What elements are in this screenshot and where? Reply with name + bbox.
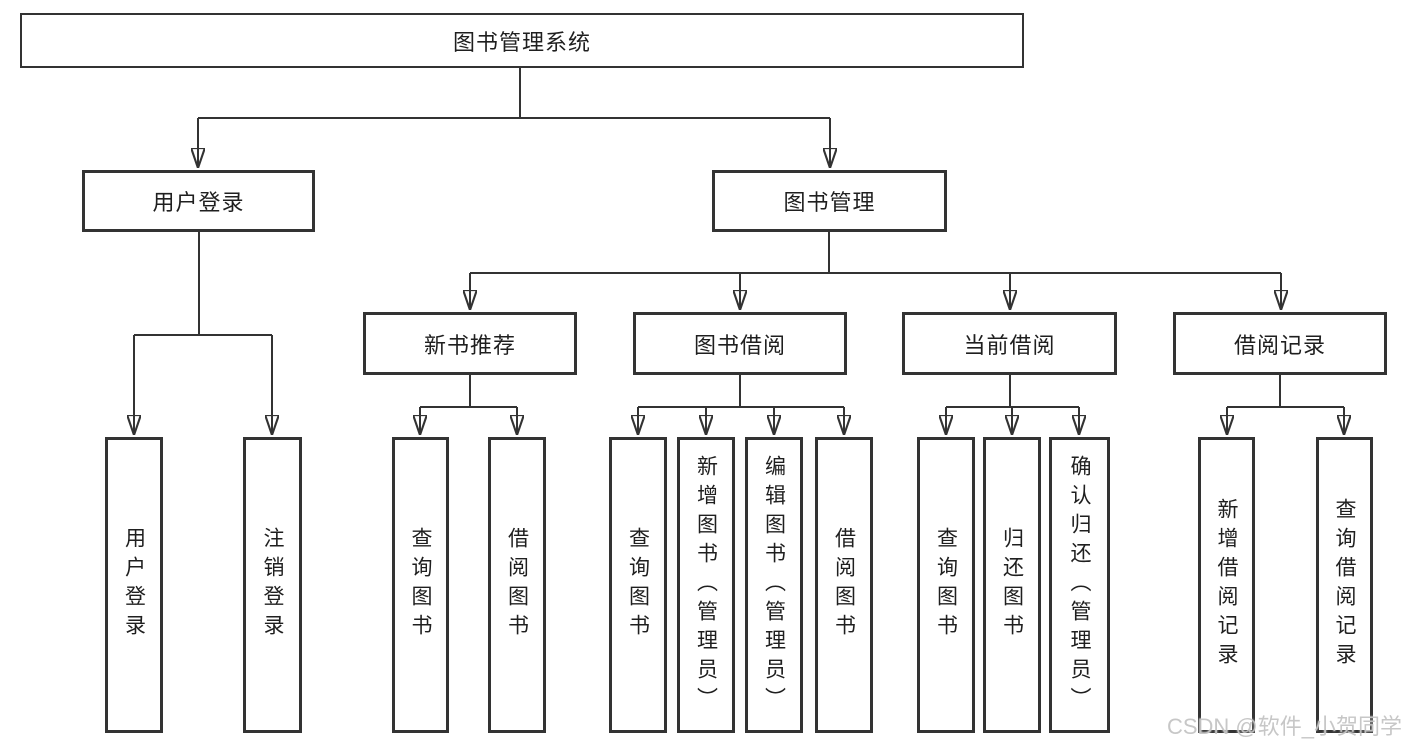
branch-node-book-management: 图书管理	[712, 170, 947, 232]
group-node-borrow-record: 借阅记录	[1173, 312, 1387, 375]
node-label: 新书推荐	[423, 332, 516, 358]
leaf-node-return-books: 归还图书	[983, 437, 1041, 733]
connector-book-borrow-to-leaves	[638, 375, 844, 434]
leaf-node-query-borrow-record: 查询借阅记录	[1316, 437, 1373, 733]
leaf-node-confirm-return-admin: 确认归还（管理员）	[1049, 437, 1110, 733]
connector-root-to-branches	[198, 68, 830, 167]
node-label: 查询借阅记录	[1333, 498, 1356, 672]
connector-new-book-to-leaves	[420, 375, 517, 434]
leaf-node-logout-login: 注销登录	[243, 437, 302, 733]
connector-current-borrow-to-leaves	[946, 375, 1079, 434]
node-label: 新增图书（管理员）	[694, 454, 718, 716]
group-node-new-book-recommend: 新书推荐	[363, 312, 577, 375]
leaf-node-borrow-books: 借阅图书	[815, 437, 873, 733]
leaf-node-add-borrow-record: 新增借阅记录	[1198, 437, 1255, 733]
node-label: 借阅记录	[1233, 332, 1326, 358]
group-node-book-borrow: 图书借阅	[633, 312, 847, 375]
node-label: 用户登录	[152, 190, 245, 215]
node-label: 编辑图书（管理员）	[762, 454, 786, 716]
node-label: 查询图书	[626, 527, 650, 643]
group-node-current-borrow: 当前借阅	[902, 312, 1117, 375]
leaf-node-query-books: 查询图书	[392, 437, 449, 733]
node-label: 归还图书	[1000, 527, 1024, 643]
leaf-node-user-login: 用户登录	[105, 437, 163, 733]
node-label: 查询图书	[934, 527, 958, 643]
node-label: 新增借阅记录	[1215, 498, 1238, 672]
connector-borrow-record-to-leaves	[1227, 375, 1344, 434]
node-label: 图书借阅	[693, 332, 786, 358]
connector-user-login-to-leaves	[134, 232, 272, 434]
node-label: 查询图书	[409, 527, 432, 643]
leaf-node-query-books: 查询图书	[609, 437, 667, 733]
node-label: 图书管理	[783, 190, 876, 215]
csdn-watermark: CSDN @软件_小贺同学	[1166, 714, 1402, 739]
node-label: 图书管理系统	[452, 29, 591, 55]
branch-node-user-login: 用户登录	[82, 170, 315, 232]
leaf-node-borrow-books: 借阅图书	[488, 437, 546, 733]
node-label: 确认归还（管理员）	[1068, 454, 1091, 716]
connector-book-mgmt-to-groups	[470, 232, 1281, 309]
node-label: 借阅图书	[505, 527, 529, 643]
leaf-node-edit-books-admin: 编辑图书（管理员）	[745, 437, 803, 733]
node-label: 注销登录	[261, 527, 284, 643]
root-node-library-system: 图书管理系统	[20, 13, 1024, 68]
leaf-node-query-books: 查询图书	[917, 437, 975, 733]
leaf-node-add-books-admin: 新增图书（管理员）	[677, 437, 735, 733]
node-label: 借阅图书	[832, 527, 856, 643]
node-label: 当前借阅	[963, 332, 1056, 358]
node-label: 用户登录	[122, 527, 146, 643]
